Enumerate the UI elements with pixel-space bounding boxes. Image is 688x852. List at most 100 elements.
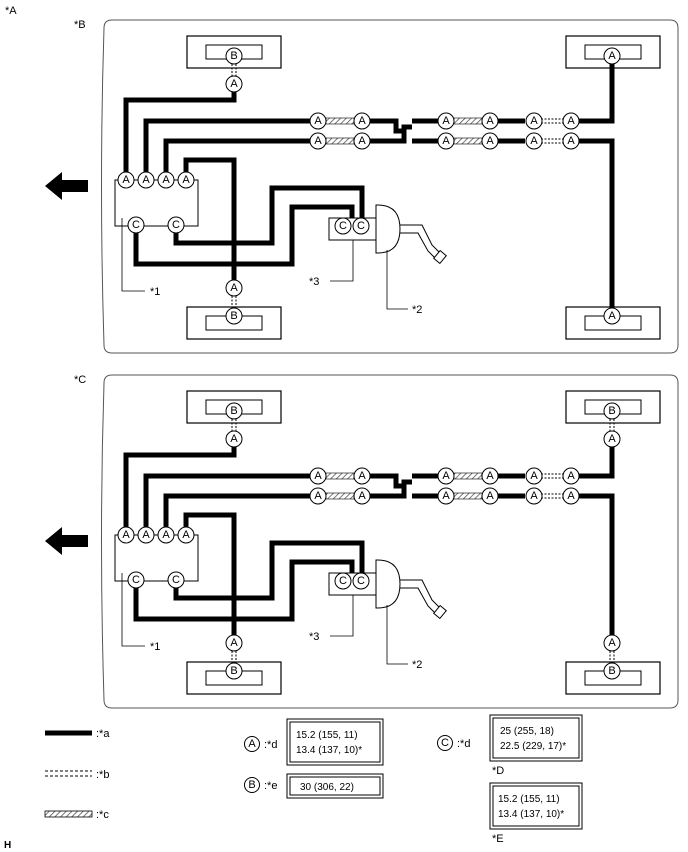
- connector-unit-bottom-1-letter: C: [132, 219, 140, 231]
- pipe-mc-primary: [173, 540, 365, 601]
- hatched-lower-2: [453, 137, 483, 145]
- spec-C-line-1: 25 (255, 18): [500, 726, 554, 737]
- spec-C: C :*d 25 (255, 18) 22.5 (229, 17)* *D: [437, 714, 583, 777]
- spec-E: 15.2 (155, 11) 13.4 (137, 10)* *E: [489, 782, 583, 845]
- spec-C-suffix: :*d: [457, 738, 470, 750]
- callout-master-cylinder: *2: [412, 659, 422, 671]
- legend-hatched-label: :*c: [96, 809, 109, 821]
- connector-unit-top-4-letter: A: [182, 174, 190, 186]
- connector-unit-bottom-2-letter: C: [172, 574, 180, 586]
- connector-rear-left-joint-letter: A: [230, 282, 238, 294]
- connector-front-left-joint-circle: [225, 430, 243, 448]
- connector-front-right-joint-letter: A: [608, 433, 616, 445]
- pipe-lower-run-2: [370, 124, 412, 144]
- connector-front-right-letter: B: [608, 405, 615, 417]
- pipe-upper-run-2: [370, 118, 404, 134]
- connector-upper-run-2-letter: A: [358, 115, 366, 127]
- connector-front-right-joint-circle: [603, 430, 621, 448]
- brake-pedal-pad: [433, 249, 447, 265]
- connector-master-cylinder-2-circle: [352, 217, 370, 235]
- connector-unit-top-4-letter: A: [182, 529, 190, 541]
- hatched-lower-1: [325, 492, 355, 500]
- connector-rear-left-letter: B: [230, 665, 237, 677]
- hatched-upper-2: [453, 472, 483, 480]
- connector-lower-run-2-circle: [353, 132, 371, 150]
- spec-C-box-inner: [492, 717, 580, 759]
- spec-A-box-inner: [289, 721, 381, 763]
- connector-rear-right-letter: A: [608, 310, 616, 322]
- pipe-rear-left: [183, 157, 237, 280]
- connector-lower-run-2-letter: A: [358, 135, 366, 147]
- connector-lower-run-1-letter: A: [314, 490, 322, 502]
- hatched-upper-1: [325, 117, 355, 125]
- connector-rear-left-joint-circle: [225, 634, 243, 652]
- spec-E-line-2: 13.4 (137, 10)*: [498, 809, 564, 820]
- connector-unit-top-1-letter: A: [122, 529, 130, 541]
- connector-upper-run-6-letter: A: [567, 470, 575, 482]
- connector-upper-run-3-letter: A: [442, 470, 450, 482]
- connector-front-left-joint-letter: A: [230, 78, 238, 90]
- connector-front-left-circle: [225, 47, 243, 65]
- spec-E-line-1: 15.2 (155, 11): [498, 794, 560, 805]
- legend-hatched-bar: [44, 810, 93, 818]
- connector-rear-right-circle: [603, 307, 621, 325]
- pipe-front-left: [123, 92, 237, 172]
- connector-upper-run-6-circle: [562, 467, 580, 485]
- connector-unit-top-3-letter: A: [162, 529, 170, 541]
- connector-unit-bottom-2-circle: [167, 571, 185, 589]
- spec-B-box-inner: [289, 776, 381, 796]
- pipe-upper-run-1: [143, 473, 310, 527]
- connector-unit-top-2-letter: A: [142, 529, 150, 541]
- connector-unit-top-3-circle: [157, 171, 175, 189]
- connector-upper-run-4-letter: A: [486, 470, 494, 482]
- connector-lower-run-6-letter: A: [567, 135, 575, 147]
- connector-upper-run-3-circle: [437, 467, 455, 485]
- connector-upper-run-1-circle: [309, 112, 327, 130]
- connector-unit-top-1-circle: [117, 526, 135, 544]
- connector-front-left-joint-letter: A: [230, 433, 238, 445]
- connector-lower-run-6-circle: [562, 487, 580, 505]
- connector-lower-run-5-circle: [525, 487, 543, 505]
- connector-unit-top-2-circle: [137, 526, 155, 544]
- connector-front-left-letter: B: [230, 405, 237, 417]
- panel-label: *B: [74, 19, 86, 31]
- connector-rear-left-joint-circle: [225, 279, 243, 297]
- connector-unit-top-1-circle: [117, 171, 135, 189]
- connector-lower-run-3-circle: [437, 487, 455, 505]
- brake-pedal-rod: [400, 579, 441, 615]
- pipe-lower-run-2: [370, 479, 412, 499]
- pipe-mc-secondary: [133, 204, 355, 267]
- connector-master-cylinder-2-letter: C: [357, 575, 365, 587]
- connector-lower-run-5-letter: A: [530, 135, 538, 147]
- connector-lower-run-1-circle: [309, 132, 327, 150]
- connector-master-cylinder-2-circle: [352, 572, 370, 590]
- panel-label: *C: [74, 374, 86, 386]
- callout-leader-unit: [121, 573, 145, 647]
- pipe-upper-run-1: [143, 118, 310, 172]
- spec-A-circle: [244, 736, 260, 752]
- connector-rear-left-circle: [225, 662, 243, 680]
- connector-rear-right-joint-circle: [603, 634, 621, 652]
- pipe-front-right: [579, 64, 615, 124]
- connector-lower-run-4-letter: A: [486, 490, 494, 502]
- brake-pedal-pad: [433, 604, 447, 620]
- connector-unit-top-3-letter: A: [162, 174, 170, 186]
- connector-lower-run-5-letter: A: [530, 490, 538, 502]
- connector-rear-right-letter: B: [608, 665, 615, 677]
- connector-lower-run-6-circle: [562, 132, 580, 150]
- connector-front-right-circle: [603, 47, 621, 65]
- connector-front-right-circle: [603, 402, 621, 420]
- connector-unit-top-2-letter: A: [142, 174, 150, 186]
- connector-unit-bottom-2-letter: C: [172, 219, 180, 231]
- connector-rear-right-joint-letter: A: [608, 637, 616, 649]
- panel-outline: [101, 374, 679, 709]
- hatched-upper-2: [453, 117, 483, 125]
- brake-booster: [375, 559, 401, 609]
- connector-rear-left-circle: [225, 307, 243, 325]
- spec-B-line-1: 30 (306, 22): [300, 782, 354, 793]
- connector-lower-run-5-circle: [525, 132, 543, 150]
- legend-dashed-label: :*b: [96, 769, 109, 781]
